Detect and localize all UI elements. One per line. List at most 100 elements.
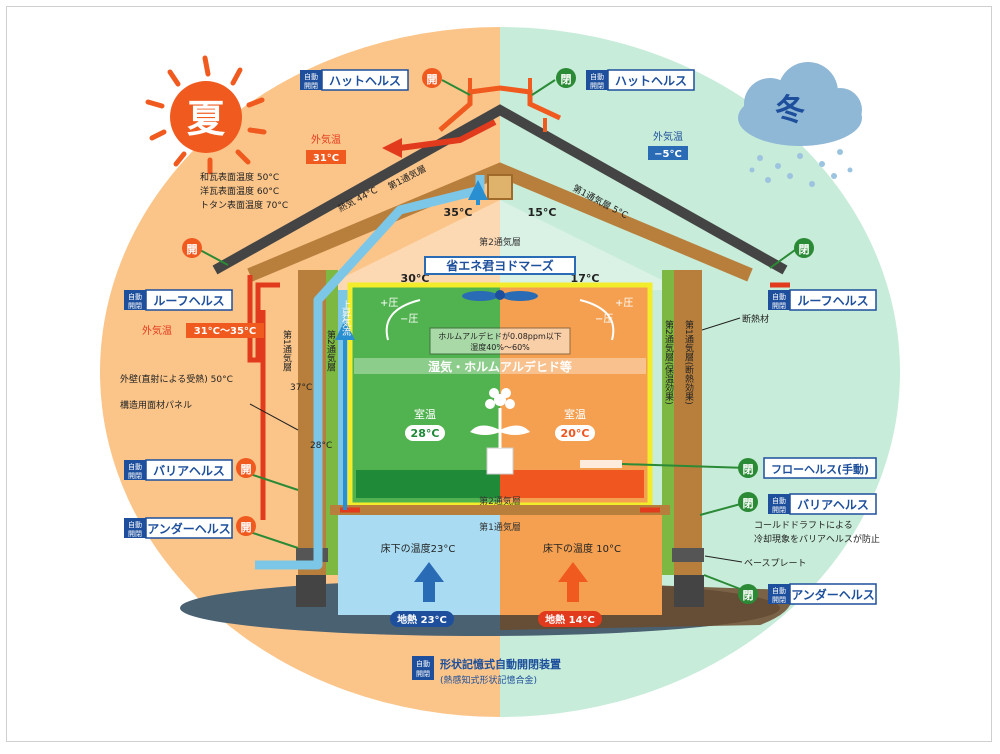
svg-text:自動: 自動 — [772, 496, 786, 505]
svg-text:フローヘルス(手動): フローヘルス(手動) — [771, 462, 869, 476]
svg-text:開閉: 開閉 — [304, 82, 318, 90]
svg-text:第2通気層: 第2通気層 — [479, 236, 521, 248]
hot-air-exhaust — [399, 119, 497, 151]
ground-temp-summer: 地熱 23°C — [397, 613, 447, 626]
svg-text:洋瓦表面温度 60°C: 洋瓦表面温度 60°C — [200, 185, 279, 197]
svg-text:ベースプレート: ベースプレート — [744, 558, 807, 569]
floor-board — [330, 505, 670, 515]
svg-text:室温: 室温 — [414, 407, 436, 421]
humidity-band-text: 湿気・ホルムアルデヒド等 — [428, 359, 572, 374]
svg-text:自動: 自動 — [128, 292, 142, 301]
winter-title: 冬 — [775, 93, 805, 128]
svg-text:和瓦表面温度 50°C: 和瓦表面温度 50°C — [200, 171, 279, 183]
state-open-under-left: 開 — [236, 516, 256, 536]
svg-text:バリアヘルス: バリアヘルス — [797, 498, 869, 512]
ground-temp-winter: 地熱 14°C — [545, 613, 595, 626]
right-foundation — [674, 575, 704, 607]
svg-text:室温: 室温 — [564, 407, 586, 421]
svg-text:開: 開 — [187, 243, 198, 256]
svg-text:37°C: 37°C — [290, 383, 312, 393]
svg-text:第2通気層: 第2通気層 — [479, 495, 521, 507]
svg-text:床下の温度 10°C: 床下の温度 10°C — [543, 542, 621, 555]
svg-text:17°C: 17°C — [571, 272, 600, 285]
svg-text:開閉: 開閉 — [128, 472, 142, 480]
outer-roof — [212, 104, 788, 275]
svg-text:開閉: 開閉 — [772, 506, 786, 514]
svg-text:第1通気層(断熱効果): 第1通気層(断熱効果) — [683, 319, 694, 405]
svg-text:31°C〜35°C: 31°C〜35°C — [194, 326, 257, 337]
svg-text:ハットヘルス: ハットヘルス — [329, 74, 401, 88]
svg-text:自動: 自動 — [772, 292, 786, 301]
svg-text:バリアヘルス: バリアヘルス — [153, 464, 225, 478]
humidity-band-bg — [354, 358, 646, 374]
label-barrier-health-left: 自動 開閉 バリアヘルス — [124, 459, 233, 481]
svg-text:開閉: 開閉 — [416, 670, 430, 678]
label-roof-health-left: 自動 開閉 ルーフヘルス — [124, 289, 233, 311]
svg-text:アンダーヘルス: アンダーヘルス — [147, 521, 231, 536]
right-outer-wall — [674, 270, 702, 575]
svg-text:閉: 閉 — [799, 243, 810, 256]
floor-vent-grille — [580, 460, 622, 468]
svg-text:第1通気層: 第1通気層 — [479, 521, 521, 533]
right-base-plate — [672, 548, 704, 562]
label-hat-health-left: 自動 開閉 ハットヘルス — [300, 69, 409, 91]
svg-text:自動: 自動 — [416, 659, 430, 668]
left-base-plate — [296, 548, 328, 562]
underfloor-winter — [500, 515, 662, 615]
right-insulation — [662, 270, 674, 575]
svg-text:コールドドラフトによる: コールドドラフトによる — [754, 520, 853, 531]
winter-room — [500, 285, 650, 505]
label-roof-health-right: 自動 開閉 ルーフヘルス — [768, 289, 877, 311]
svg-text:ルーフヘルス: ルーフヘルス — [797, 294, 868, 308]
svg-text:30°C: 30°C — [401, 272, 430, 285]
summer-title: 夏 — [187, 97, 226, 141]
svg-text:外壁(直射による受熱) 50°C: 外壁(直射による受熱) 50°C — [120, 373, 233, 385]
winter-floor — [500, 470, 644, 498]
svg-text:ホルムアルデヒドが0.08ppm以下: ホルムアルデヒドが0.08ppm以下 — [438, 331, 562, 341]
summer-floor — [356, 470, 500, 498]
svg-text:構造用面材パネル: 構造用面材パネル — [120, 399, 192, 411]
svg-text:自動: 自動 — [304, 72, 318, 81]
svg-text:アンダーヘルス: アンダーヘルス — [791, 587, 875, 602]
svg-text:トタン表面温度 70°C: トタン表面温度 70°C — [200, 199, 288, 211]
svg-text:開: 開 — [241, 463, 252, 476]
left-foundation — [296, 575, 326, 607]
attic-space — [338, 200, 662, 290]
humidity-box — [429, 327, 571, 355]
svg-text:自動: 自動 — [772, 586, 786, 595]
state-closed-hat-right: 閉 — [556, 68, 576, 88]
svg-text:第2通気層: 第2通気層 — [325, 329, 336, 373]
svg-text:湿度40%〜60%: 湿度40%〜60% — [470, 342, 530, 352]
svg-text:自動: 自動 — [590, 72, 604, 81]
left-insulation — [326, 270, 338, 575]
ground-heat-arrow-winter — [558, 562, 588, 602]
state-open-barrier-left: 開 — [236, 458, 256, 478]
center-device-label: 省エネ君ヨドマーズ — [445, 258, 553, 273]
state-open-roof-left: 開 — [182, 238, 202, 258]
state-closed-floor-right: 閉 — [738, 458, 758, 478]
svg-text:ルーフヘルス: ルーフヘルス — [153, 294, 224, 308]
svg-text:ハットヘルス: ハットヘルス — [615, 74, 687, 88]
svg-text:第2通気層(保温効果): 第2通気層(保温効果) — [663, 319, 674, 405]
svg-text:開: 開 — [427, 73, 438, 86]
svg-text:閉: 閉 — [561, 73, 572, 86]
bottom-legend: 自動 開閉 形状記憶式自動開閉装置 (熱感知式形状記憶合金) — [412, 656, 561, 686]
bottom-subtitle: (熱感知式形状記憶合金) — [440, 674, 537, 686]
summer-room — [350, 285, 500, 505]
svg-text:28°C: 28°C — [310, 441, 332, 451]
svg-text:閉: 閉 — [743, 589, 754, 602]
room-temp-winter: 20°C — [561, 427, 590, 440]
svg-text:上昇気流: 上昇気流 — [340, 300, 351, 337]
svg-text:−圧: −圧 — [595, 314, 613, 325]
svg-text:断熱材: 断熱材 — [742, 313, 769, 325]
svg-text:自動: 自動 — [128, 520, 142, 529]
cloud-snow-icon: 冬 — [738, 62, 862, 187]
svg-text:開閉: 開閉 — [128, 530, 142, 538]
svg-text:閉: 閉 — [743, 463, 754, 476]
label-hat-health-right: 自動 開閉 ハットヘルス — [586, 69, 695, 91]
inner-roof — [247, 162, 753, 282]
outside-temp-winter: −5°C — [654, 149, 682, 160]
svg-text:+圧: +圧 — [380, 298, 398, 309]
svg-text:+圧: +圧 — [615, 298, 633, 309]
